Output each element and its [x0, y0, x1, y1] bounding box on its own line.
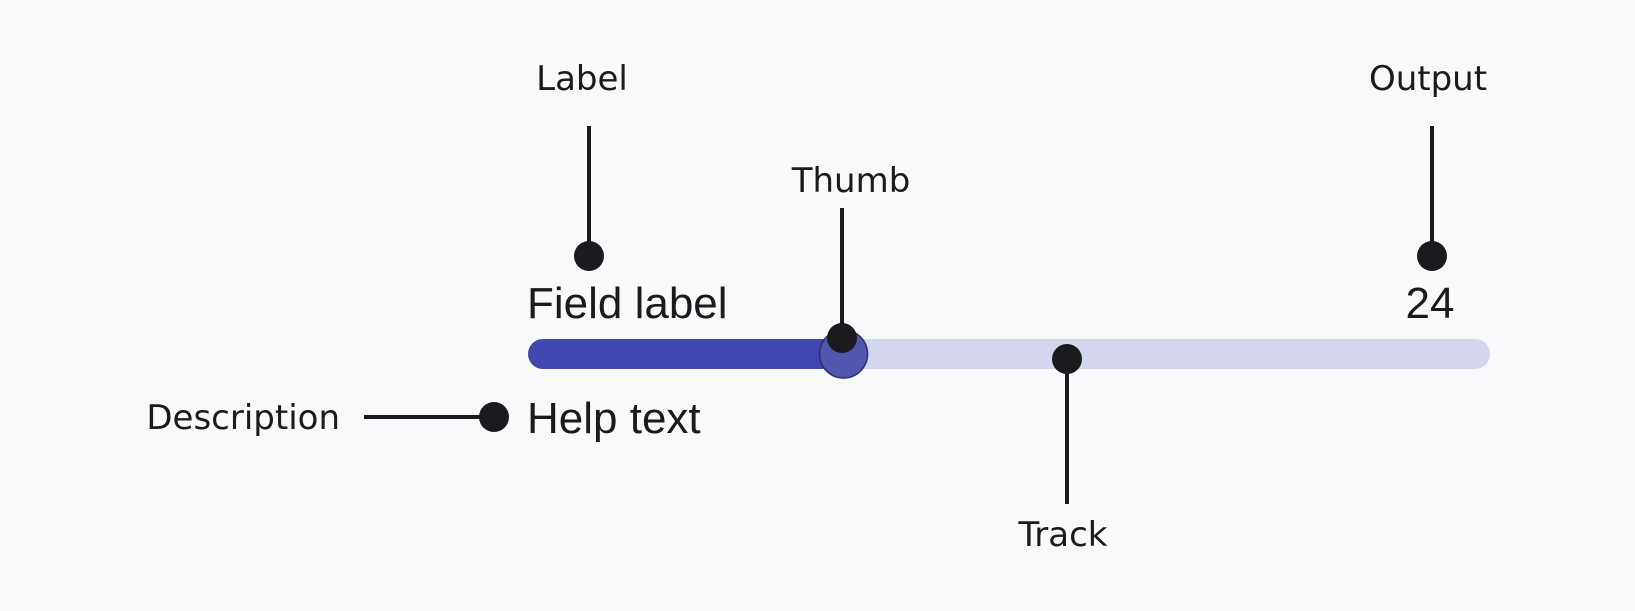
callout-label: Label [536, 59, 628, 271]
field-label: Field label [527, 279, 728, 328]
callout-output: Output [1369, 59, 1487, 271]
output-value: 24 [1406, 279, 1455, 328]
callout-thumb: Thumb [791, 161, 911, 353]
callout-thumb-text: Thumb [791, 161, 911, 201]
help-text: Help text [527, 394, 701, 443]
callout-output-text: Output [1369, 59, 1487, 99]
callout-label-text: Label [536, 59, 628, 99]
slider-fill [528, 339, 844, 369]
callout-track-text: Track [1018, 515, 1108, 555]
callout-description-text: Description [146, 398, 340, 438]
callout-description: Description [146, 398, 509, 438]
callout-track: Track [1018, 344, 1108, 555]
